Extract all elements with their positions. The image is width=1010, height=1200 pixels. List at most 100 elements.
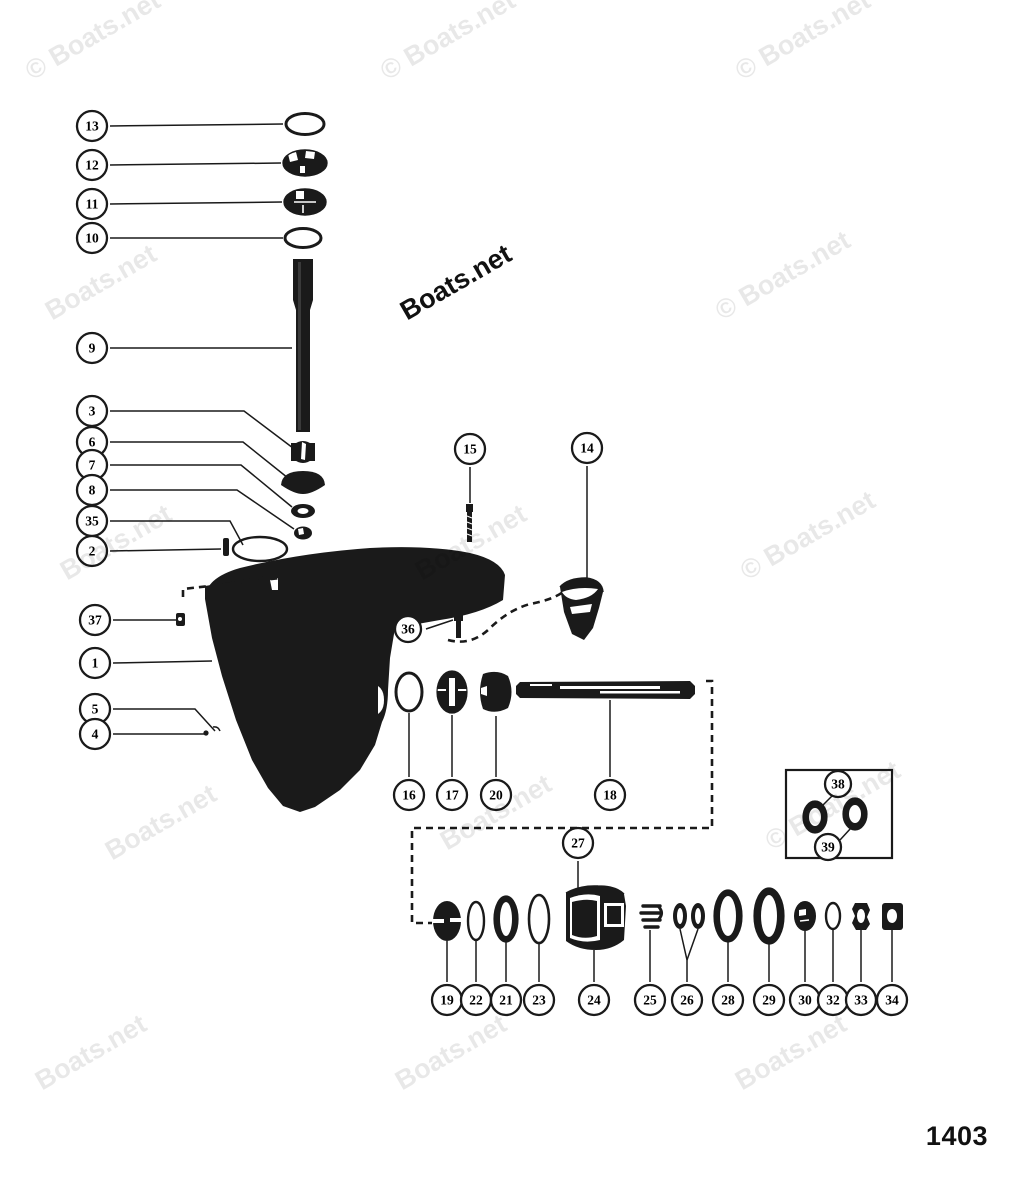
callout-1[interactable]: 1 [78,646,112,680]
callout-37[interactable]: 37 [78,603,112,637]
callout-label: 12 [85,158,99,173]
callout-20[interactable]: 20 [479,778,513,812]
callout-label: 20 [489,788,503,803]
callout-24[interactable]: 24 [577,983,611,1017]
callout-15[interactable]: 15 [453,432,487,466]
part-12-bearing [282,149,328,177]
callout-label: 11 [86,197,99,212]
part-16-washer [394,671,424,713]
bearing-carrier-row-parts [433,885,903,950]
part-22-shim-ring [466,900,486,942]
callout-label: 4 [92,727,99,742]
part-19-reverse-gear [433,901,462,941]
callout-label: 5 [92,702,99,717]
callout-27[interactable]: 27 [561,826,595,860]
callout-label: 18 [603,788,617,803]
part-30-seal [794,901,816,931]
part-3-pinion-gear [291,441,315,463]
callout-29[interactable]: 29 [752,983,786,1017]
part-33-tab-washer [852,903,870,930]
driveshaft-column-parts [223,112,328,563]
part-9-drive-shaft [293,259,313,432]
callout-label: 34 [885,993,899,1008]
callout-label: 3 [89,404,96,419]
callout-label: 9 [89,341,96,356]
callout-label: 22 [469,993,483,1008]
page-number: 1403 [925,1121,988,1151]
part-6-bearing-cup [281,471,325,494]
callout-label: 1 [92,656,99,671]
part-34-propeller-nut [882,903,903,930]
callout-label: 29 [762,993,776,1008]
part-8-nut [294,526,312,540]
callout-16[interactable]: 16 [392,778,426,812]
part-36-screw [454,614,463,638]
callout-22[interactable]: 22 [459,983,493,1017]
part-5-4-fasteners [203,726,221,736]
callout-34[interactable]: 34 [875,983,909,1017]
callout-25[interactable]: 25 [633,983,667,1017]
callout-label: 7 [89,458,96,473]
callout-13[interactable]: 13 [75,109,109,143]
callout-23[interactable]: 23 [522,983,556,1017]
callout-label: 10 [85,231,99,246]
part-24-bearing-carrier [565,885,626,950]
callout-label: 38 [831,777,845,792]
callout-11[interactable]: 11 [75,187,109,221]
part-13-o-ring [284,112,326,136]
hose-dashed-path [447,590,564,643]
assembly-dashed-route [410,679,714,925]
callout-label: 14 [580,441,594,456]
callout-2[interactable]: 2 [75,534,109,568]
callout-26[interactable]: 26 [670,983,704,1017]
callout-label: 32 [826,993,840,1008]
callout-label: 24 [587,993,601,1008]
callout-33[interactable]: 33 [844,983,878,1017]
callout-8[interactable]: 8 [75,473,109,507]
callout-36[interactable]: 36 [393,614,423,644]
callout-3[interactable]: 3 [75,394,109,428]
callout-19[interactable]: 19 [430,983,464,1017]
callout-38[interactable]: 38 [823,769,853,799]
callout-label: 26 [680,993,694,1008]
callout-10[interactable]: 10 [75,221,109,255]
part-26-pin-set [673,903,705,929]
callout-30[interactable]: 30 [788,983,822,1017]
callout-label: 6 [89,435,96,450]
housing-dashed-outline [181,576,281,597]
callout-32[interactable]: 32 [816,983,850,1017]
part-2-gasket-ring [231,535,289,563]
part-37-drain-plug [176,613,185,626]
callout-label: 30 [798,993,812,1008]
part-32-washer-flat [824,901,842,931]
callout-18[interactable]: 18 [593,778,627,812]
callout-21[interactable]: 21 [489,983,523,1017]
callout-label: 21 [499,993,513,1008]
callout-label: 37 [88,613,102,628]
callout-label: 36 [401,622,415,637]
callout-label: 2 [89,544,96,559]
callout-17[interactable]: 17 [435,778,469,812]
part-10-o-ring [283,227,323,249]
callout-39[interactable]: 39 [813,832,843,862]
leader-lines-mid [425,466,588,630]
callout-bubbles: 13 12 11 10 9 3 6 7 8 35 2 37 1 5 4 15 1… [75,109,909,1017]
callout-5[interactable]: 5 [78,692,112,726]
part-29-retaining-ring [753,887,785,945]
callout-35[interactable]: 35 [75,504,109,538]
callout-label: 19 [440,993,454,1008]
callout-label: 35 [85,514,99,529]
callout-4[interactable]: 4 [78,717,112,751]
callout-label: 23 [532,993,546,1008]
part-35-pin [223,538,229,556]
part-14-water-pickup-shield [559,577,604,640]
callout-label: 17 [445,788,459,803]
callout-label: 8 [89,483,96,498]
leader-lines-bottom-row [446,861,893,982]
callout-14[interactable]: 14 [570,431,604,465]
callout-12[interactable]: 12 [75,148,109,182]
callout-28[interactable]: 28 [711,983,745,1017]
callout-label: 15 [463,442,477,457]
callout-9[interactable]: 9 [75,331,109,365]
